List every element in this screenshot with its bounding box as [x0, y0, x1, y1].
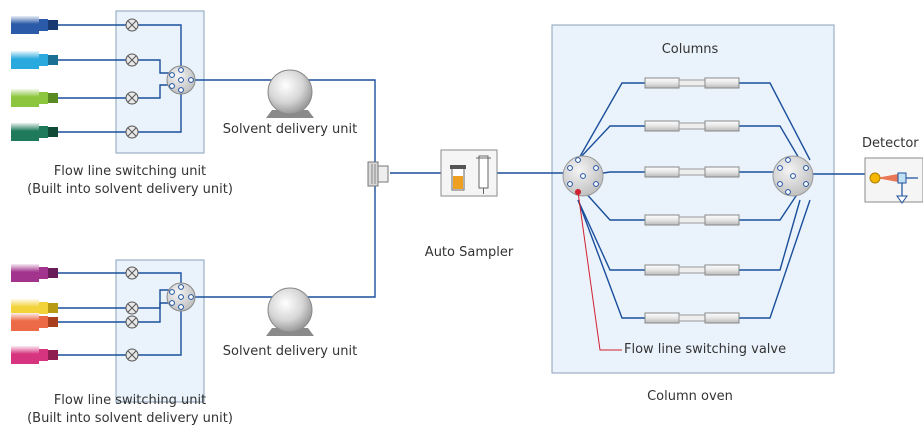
- flow-line-switching-unit-bottom: [115, 259, 205, 403]
- column-5: [644, 264, 740, 276]
- solvent-lines-top: [58, 24, 182, 133]
- mixer-icon: [367, 161, 389, 187]
- solvent-bottle-top-3: [11, 89, 58, 107]
- selector-valve-bottom: [166, 282, 196, 312]
- column-3: [644, 166, 740, 178]
- autosampler-icon: [440, 149, 498, 197]
- column-oven-label: Column oven: [647, 389, 733, 404]
- flow-line-switching-unit-top-label: Flow line switching unit (Built into sol…: [27, 164, 233, 197]
- pump-bottom-icon: [266, 287, 314, 336]
- solvent-bottle-bottom-4: [11, 346, 58, 364]
- autosampler-label: Auto Sampler: [424, 245, 514, 260]
- columns-group: [644, 77, 740, 324]
- flow-line-switching-valve-label: Flow line switching valve: [624, 342, 787, 357]
- solvent-bottle-bottom-1: [11, 264, 58, 282]
- solvent-bottle-top-2: [11, 51, 58, 69]
- columns-label: Columns: [661, 42, 719, 57]
- solvent-delivery-unit-bottom-label: Solvent delivery unit: [222, 344, 358, 359]
- column-switching-valve-outlet: [772, 155, 814, 197]
- solvent-bottle-top-1: [11, 16, 58, 34]
- solenoid-valves: [125, 18, 139, 362]
- flow-line-switching-unit-bottom-label: Flow line switching unit (Built into sol…: [27, 393, 233, 426]
- solvent-delivery-unit-top-label: Solvent delivery unit: [222, 122, 358, 137]
- column-switching-valve-inlet: [562, 155, 604, 197]
- solvent-bottle-bottom-3: [11, 313, 58, 331]
- column-1: [644, 77, 740, 89]
- solvent-lines-bottom: [58, 272, 182, 356]
- selector-valve-top: [166, 65, 196, 95]
- column-4: [644, 214, 740, 226]
- switching-valve-pointer: [577, 191, 622, 351]
- detector-icon: [864, 157, 923, 204]
- column-2: [644, 120, 740, 132]
- solvent-bottle-top-4: [11, 123, 58, 141]
- solvent-bottle-bottom-2: [11, 299, 58, 317]
- pump-top-icon: [266, 69, 314, 118]
- column-6: [644, 312, 740, 324]
- detector-label: Detector: [862, 136, 919, 151]
